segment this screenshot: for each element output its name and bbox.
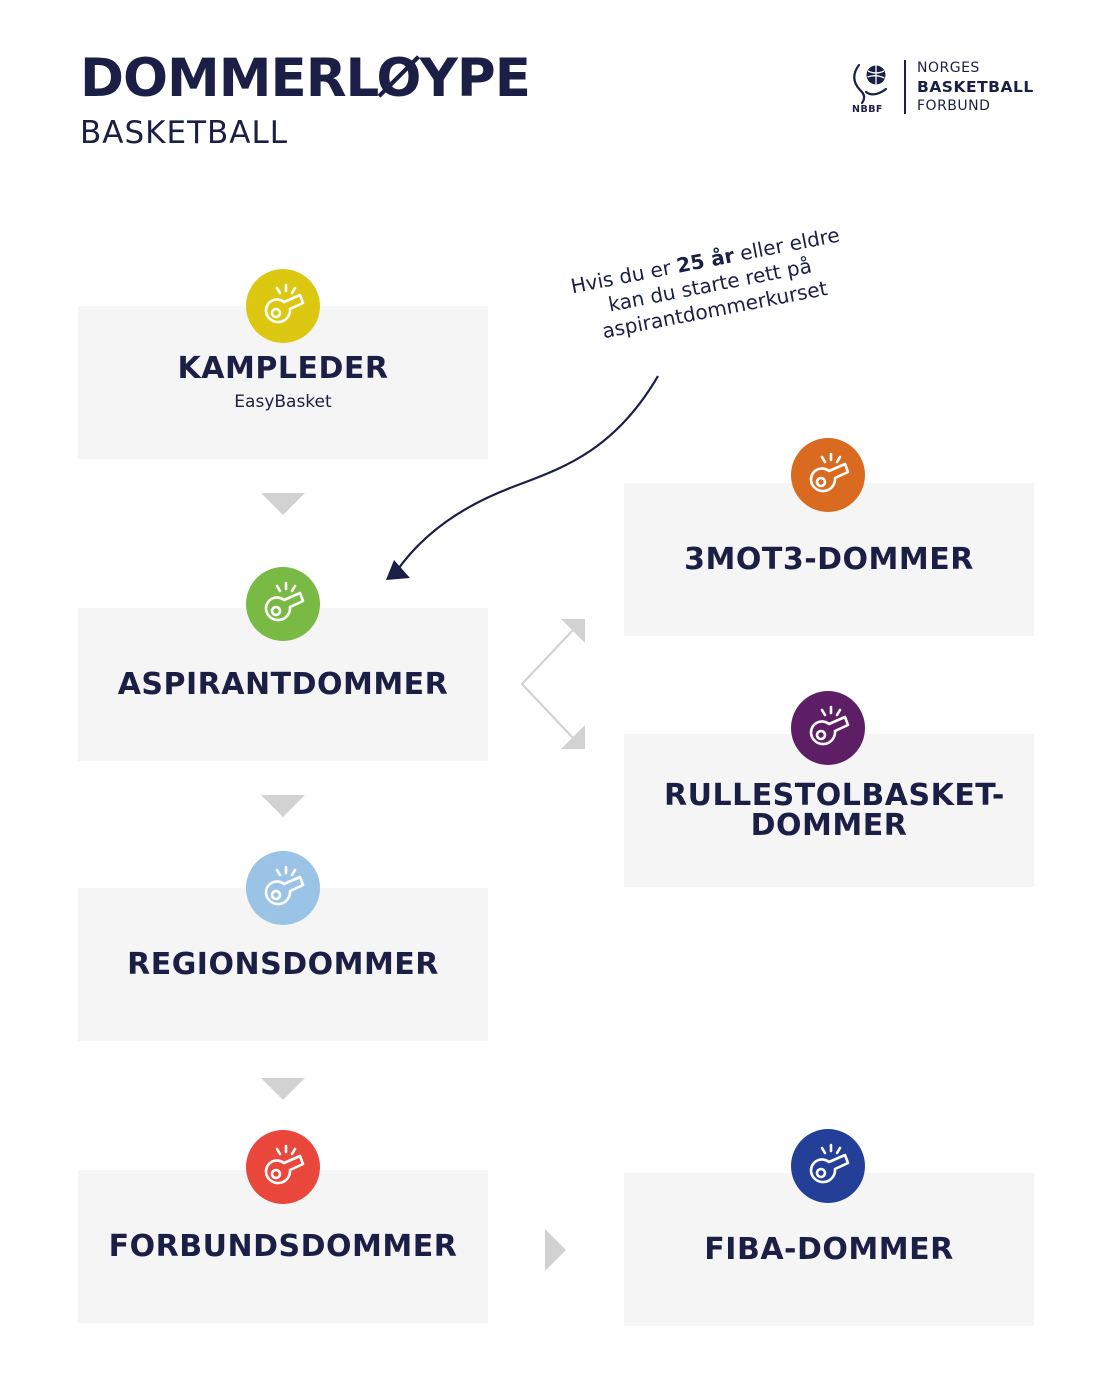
page-subtitle: BASKETBALL — [80, 115, 289, 151]
whistle-icon — [246, 269, 320, 343]
arrow-right-icon — [545, 1229, 566, 1271]
arrow-down-icon — [261, 1078, 305, 1100]
nbbf-logo: NBBF NORGES BASKETBALL FORBUND — [846, 58, 1046, 118]
whistle-icon — [791, 1129, 865, 1203]
whistle-icon — [246, 567, 320, 641]
step-rullestolbasket-dommer-label: RULLESTOLBASKET-DOMMER — [664, 777, 1005, 843]
step-kampleder-label: KAMPLEDER — [177, 350, 389, 386]
logo-abbreviation: NBBF — [852, 104, 883, 115]
whistle-icon — [246, 1130, 320, 1204]
branch-arrowhead-up-icon — [561, 619, 585, 643]
step-3mot3-dommer-label: 3MOT3-DOMMER — [684, 541, 974, 577]
branch-arrows-icon — [520, 629, 574, 739]
step-forbundsdommer-label: FORBUNDSDOMMER — [108, 1228, 458, 1264]
arrow-down-icon — [261, 795, 305, 817]
whistle-icon — [791, 691, 865, 765]
note-curved-arrow-icon — [395, 375, 659, 573]
step-fiba-dommer-label: FIBA-DOMMER — [704, 1231, 954, 1267]
note-arrowhead-icon — [386, 560, 410, 580]
logo-line-norges: NORGES — [917, 60, 980, 76]
basketball-logo-icon — [853, 63, 888, 105]
whistle-icon — [791, 438, 865, 512]
logo-wordmark: NORGES BASKETBALL FORBUND — [917, 59, 1034, 116]
arrow-down-icon — [261, 493, 305, 515]
page-title: DOMMERLØYPE — [80, 48, 531, 109]
branch-arrowhead-down-icon — [561, 725, 585, 749]
step-aspirantdommer-label: ASPIRANTDOMMER — [117, 666, 449, 702]
logo-line-basketball: BASKETBALL — [917, 78, 1034, 96]
logo-line-forbund: FORBUND — [917, 98, 991, 114]
step-regionsdommer-label: REGIONSDOMMER — [127, 946, 439, 982]
step-kampleder-sublabel: EasyBasket — [234, 391, 332, 412]
logo-divider — [904, 60, 906, 114]
whistle-icon — [246, 851, 320, 925]
